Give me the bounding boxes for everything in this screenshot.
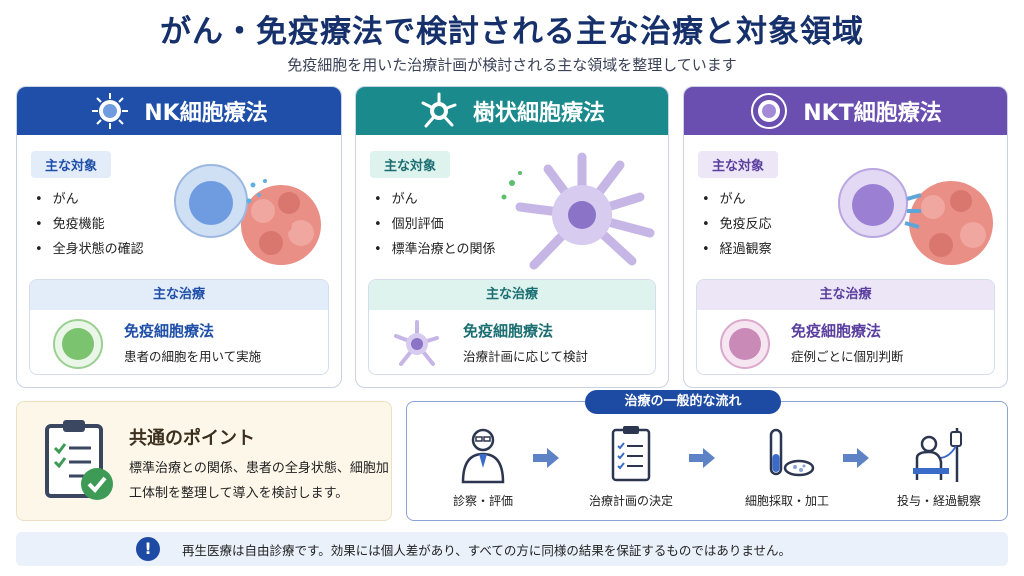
target-list: がん 免疫反応 経過観察 (702, 187, 772, 262)
flow-title: 治療の一般的な流れ (585, 390, 781, 414)
card-header: NK細胞療法 (17, 87, 341, 135)
flow-step-cell-processing: 細胞採取・加工 (727, 424, 847, 509)
target-tag: 主な対象 (31, 151, 112, 178)
arrow-right-icon (843, 448, 869, 468)
treatment-title: 免疫細胞療法 (791, 322, 882, 340)
flow-step-administration: 投与・経過観察 (879, 424, 999, 509)
step-label: 投与・経過観察 (896, 494, 981, 508)
list-item: 個別評価 (374, 212, 496, 237)
treatment-label: 主な治療 (30, 280, 328, 310)
card-nk: NK細胞療法 主な対象 がん 免疫機能 全身状態の確認 主な治療 免疫細胞療法 … (16, 86, 342, 388)
common-points-text: 標準治療との関係、患者の全身状態、細胞加工体制を整理して導入を検討します。 (129, 461, 389, 501)
card-title: NKT細胞療法 (803, 101, 942, 126)
common-points-box: 共通のポイント 標準治療との関係、患者の全身状態、細胞加工体制を整理して導入を検… (16, 401, 392, 521)
nk-cell-illustration (174, 164, 321, 265)
disclaimer-bar: ! 再生医療は自由診療です。効果には個人差があり、すべての方に同様の結果を保証す… (16, 532, 1008, 566)
nkt-cell-icon (751, 93, 788, 129)
list-item: がん (702, 187, 772, 212)
list-item: がん (374, 187, 496, 212)
treatment-title: 免疫細胞療法 (463, 322, 554, 340)
common-points-title: 共通のポイント (129, 428, 255, 449)
iv-patient-icon (913, 428, 962, 482)
card-title: 樹状細胞療法 (472, 101, 605, 126)
green-cell-icon (53, 319, 103, 369)
target-tag: 主な対象 (698, 151, 779, 178)
clipboard-check-icon (45, 420, 113, 500)
pink-cell-icon (720, 319, 770, 369)
dendritic-cell-icon (421, 92, 457, 128)
disclaimer-text: 再生医療は自由診療です。効果には個人差があり、すべての方に同様の結果を保証するも… (182, 542, 792, 558)
flow-step-plan: 治療計画の決定 (571, 424, 691, 509)
checklist-icon (611, 426, 651, 482)
arrow-right-icon (689, 448, 715, 468)
treatment-box: 主な治療 免疫細胞療法 患者の細胞を用いて実施 (29, 279, 329, 375)
card-header: 樹状細胞療法 (356, 87, 668, 135)
treatment-label: 主な治療 (697, 280, 994, 310)
arrow-right-icon (533, 448, 559, 468)
target-list: がん 免疫機能 全身状態の確認 (35, 187, 144, 262)
list-item: 免疫機能 (35, 212, 144, 237)
treatment-box: 主な治療 免疫細胞療法 治療計画に応じて検討 (368, 279, 656, 375)
doctor-icon (461, 428, 505, 484)
exclamation-icon: ! (136, 537, 160, 561)
card-header: NKT細胞療法 (684, 87, 1007, 135)
list-item: 全身状態の確認 (35, 237, 144, 262)
card-dendritic: 樹状細胞療法 主な対象 がん 個別評価 標準治療との関係 主な治療 免疫細胞療法… (355, 86, 669, 388)
treatment-title: 免疫細胞療法 (124, 322, 215, 340)
step-label: 細胞採取・加工 (744, 494, 829, 508)
treatment-desc: 患者の細胞を用いて実施 (124, 349, 262, 364)
nkt-cell-illustration (838, 168, 993, 265)
test-tube-icon (769, 428, 815, 477)
target-list: がん 個別評価 標準治療との関係 (374, 187, 496, 262)
treatment-flow-box: 治療の一般的な流れ 診察・評価 治療計画の決定 細胞採取・加工 (406, 390, 1008, 521)
purple-dendritic-icon (394, 320, 439, 366)
card-title: NK細胞療法 (144, 101, 268, 126)
card-nkt: NKT細胞療法 主な対象 がん 免疫反応 経過観察 主な治療 免疫細胞療法 症例… (683, 86, 1008, 388)
dendritic-cell-illustration (501, 152, 655, 270)
list-item: 経過観察 (702, 237, 772, 262)
target-tag: 主な対象 (370, 151, 451, 178)
treatment-desc: 治療計画に応じて検討 (463, 349, 589, 364)
list-item: 標準治療との関係 (374, 237, 496, 262)
treatment-box: 主な治療 免疫細胞療法 症例ごとに個別判断 (696, 279, 995, 375)
step-label: 診察・評価 (452, 494, 513, 508)
list-item: がん (35, 187, 144, 212)
flow-step-diagnosis: 診察・評価 (423, 424, 543, 509)
list-item: 免疫反応 (702, 212, 772, 237)
treatment-desc: 症例ごとに個別判断 (791, 349, 904, 364)
page-title: がん・免疫療法で検討される主な治療と対象領域 (160, 14, 864, 50)
nk-cell-icon (92, 93, 129, 129)
treatment-label: 主な治療 (369, 280, 655, 310)
step-label: 治療計画の決定 (588, 494, 673, 508)
page-subtitle: 免疫細胞を用いた治療計画が検討される主な領域を整理しています (287, 56, 737, 74)
